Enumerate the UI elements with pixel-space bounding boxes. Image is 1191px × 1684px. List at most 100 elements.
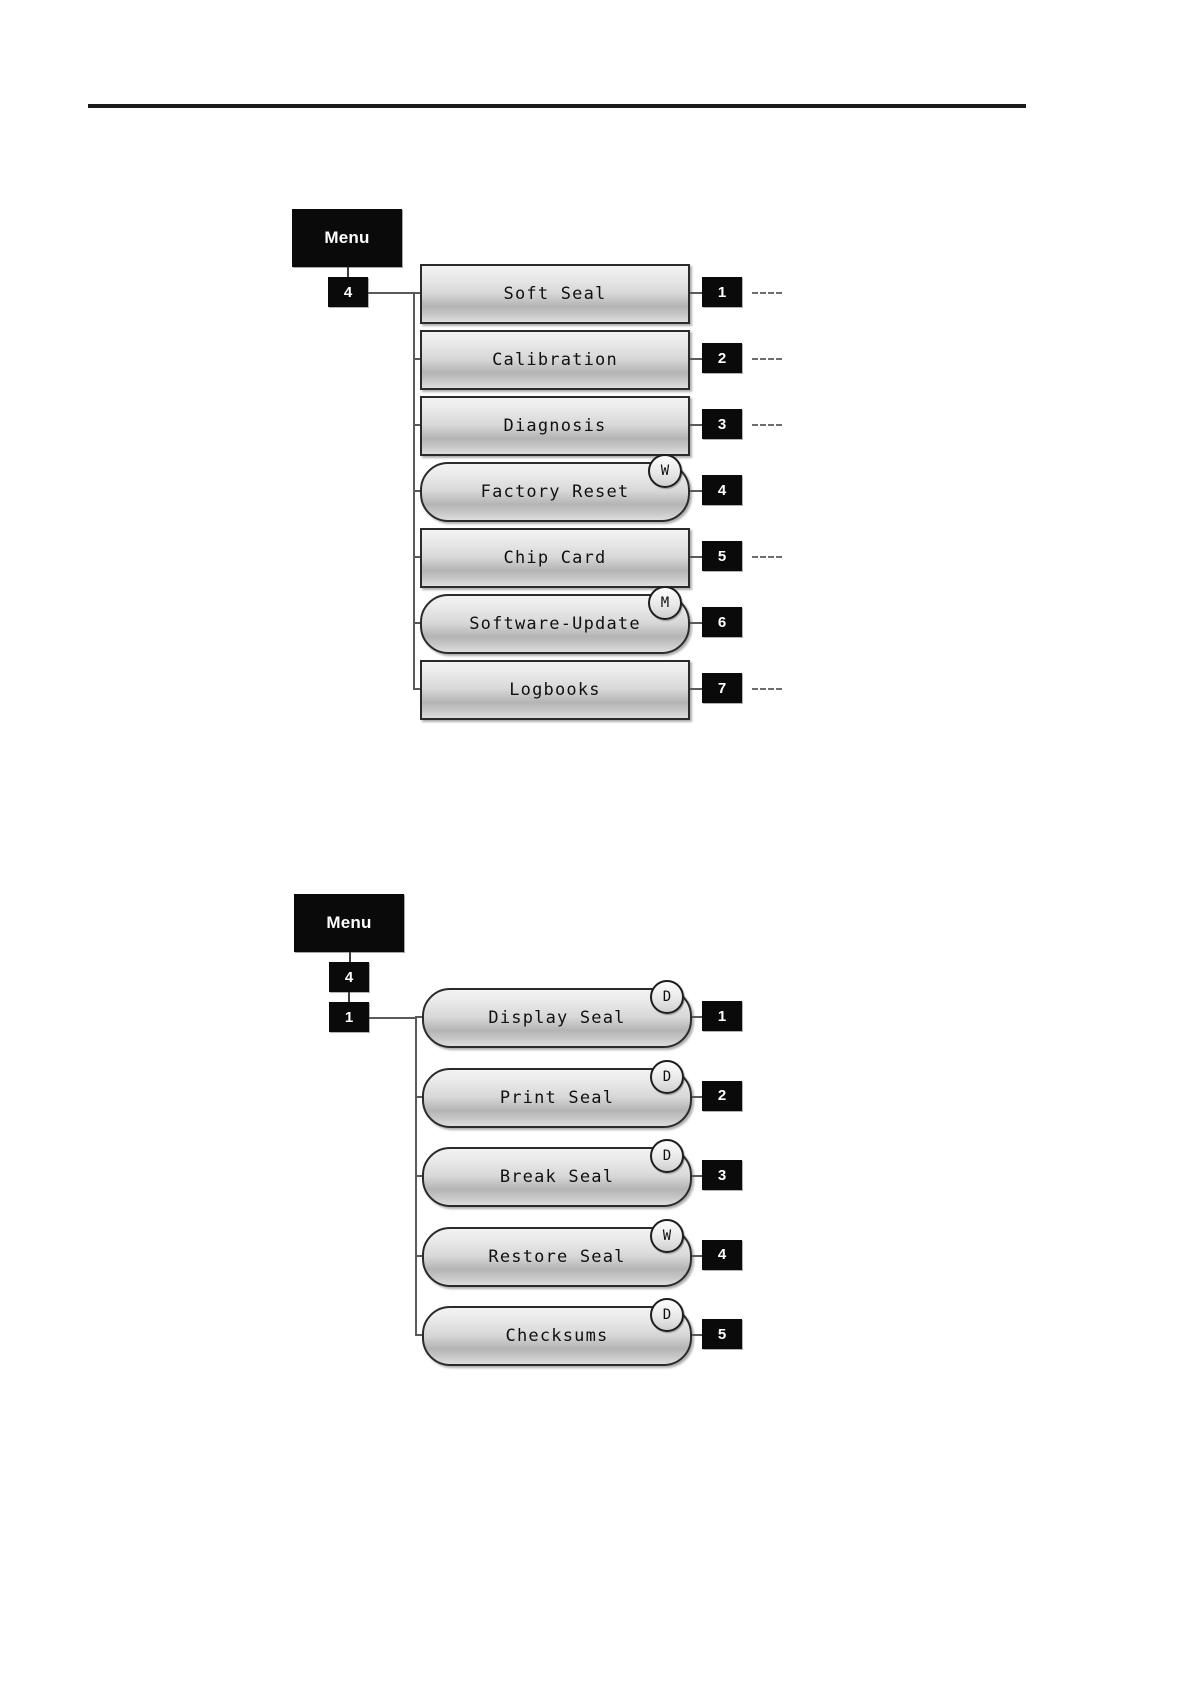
menu-root-label: Menu — [324, 228, 370, 247]
menu-item-label: Diagnosis — [503, 416, 607, 436]
path-badge-value: 4 — [344, 968, 354, 986]
connector-item-to-index — [690, 358, 702, 360]
item-index-value: 1 — [717, 1007, 727, 1025]
menu-item-label: Restore Seal — [488, 1246, 626, 1267]
item-type-badge-d-icon: D — [650, 1059, 684, 1094]
menu-item-logbooks[interactable]: Logbooks — [420, 660, 690, 720]
menu-item-software-update[interactable]: Software-Update M — [420, 586, 690, 654]
item-index-value: 5 — [717, 1325, 727, 1343]
menu-item-chip-card[interactable]: Chip Card — [420, 528, 690, 588]
path-badge-2: 1 — [329, 1002, 369, 1032]
menu-root-label: Menu — [326, 913, 372, 932]
item-index-badge: 4 — [702, 1239, 742, 1270]
menu-item-label: Checksums — [505, 1326, 609, 1346]
connector-badge-to-bus — [368, 292, 415, 294]
item-index-value: 7 — [717, 679, 727, 697]
connector-bus-to-item — [413, 688, 422, 690]
menu-item-label: Factory Reset — [480, 482, 630, 502]
menu-item-label: Soft Seal — [503, 284, 607, 304]
connector-bus-to-item — [415, 1175, 424, 1177]
connector-bus-to-item — [415, 1095, 424, 1098]
item-type-badge-w-icon: W — [648, 454, 682, 488]
menu-item-restore-seal[interactable]: Restore Seal W — [422, 1218, 692, 1287]
connector-item-to-index — [690, 490, 702, 492]
menu-item-display-seal[interactable]: Display Seal D — [422, 980, 692, 1048]
item-index-badge: 1 — [702, 1001, 742, 1031]
connector-bus-to-item — [413, 622, 422, 624]
menu-item-label: Print Seal — [499, 1087, 615, 1108]
continuation-dashes — [752, 358, 782, 360]
menu-item-label: Software-Update — [469, 614, 641, 634]
continuation-dashes — [752, 688, 782, 690]
menu-root-box: Menu — [294, 894, 404, 952]
connector-item-to-index — [690, 688, 702, 690]
menu-item-factory-reset[interactable]: Factory Reset W — [420, 454, 690, 522]
item-index-value: 4 — [717, 481, 727, 499]
item-index-badge: 1 — [702, 277, 742, 307]
continuation-dashes — [752, 424, 782, 426]
menu-item-calibration[interactable]: Calibration — [420, 330, 690, 390]
item-index-value: 3 — [717, 1166, 727, 1184]
connector-badge-to-bus — [369, 1017, 417, 1019]
continuation-dashes — [752, 292, 782, 294]
item-type-badge-d-icon: D — [650, 1298, 684, 1332]
item-index-badge: 3 — [702, 409, 742, 439]
item-index-value: 1 — [717, 283, 727, 301]
connector-bus-to-item — [413, 424, 422, 426]
item-index-badge: 2 — [702, 1080, 742, 1111]
menu-item-checksums[interactable]: Checksums D — [422, 1298, 692, 1366]
item-index-badge: 6 — [702, 607, 742, 637]
connector-bus-to-item — [415, 1334, 424, 1336]
connector-item-to-index — [690, 622, 702, 624]
connector-item-to-index — [690, 424, 702, 426]
item-index-value: 2 — [717, 1087, 727, 1104]
connector-menu-to-badge — [349, 952, 351, 962]
path-badge-value: 1 — [344, 1008, 354, 1026]
menu-item-label: Break Seal — [499, 1167, 615, 1187]
item-index-badge: 5 — [702, 541, 742, 571]
connector-bus-to-item — [415, 1254, 424, 1257]
menu-item-break-seal[interactable]: Break Seal D — [422, 1139, 692, 1207]
item-index-badge: 5 — [702, 1319, 742, 1349]
page-header-rule — [88, 104, 1026, 108]
path-badge-1: 4 — [328, 277, 368, 307]
menu-item-soft-seal[interactable]: Soft Seal — [420, 264, 690, 324]
connector-bus-to-item — [413, 358, 422, 360]
connector-item-to-index — [690, 292, 702, 294]
connector-item-to-index — [690, 556, 702, 558]
item-index-value: 4 — [717, 1246, 727, 1263]
item-type-badge-m-icon: M — [648, 586, 682, 620]
connector-item-to-index — [692, 1254, 702, 1257]
connector-menu-to-badge — [347, 267, 349, 277]
connector-item-to-index — [692, 1016, 702, 1018]
item-index-value: 2 — [717, 349, 727, 367]
connector-bus-to-item — [413, 292, 422, 294]
menu-item-label: Calibration — [492, 350, 618, 370]
connector-item-to-index — [692, 1095, 702, 1098]
item-index-badge: 4 — [702, 475, 742, 505]
connector-item-to-index — [692, 1175, 702, 1177]
connector-bus-to-item — [415, 1016, 424, 1018]
connector-item-to-index — [692, 1334, 702, 1336]
item-type-badge-d-icon: D — [650, 1139, 684, 1173]
item-index-badge: 7 — [702, 673, 742, 703]
connector-bus-to-item — [413, 490, 422, 492]
menu-item-label: Logbooks — [509, 680, 601, 700]
menu-item-print-seal[interactable]: Print Seal D — [422, 1059, 692, 1128]
connector-bus-to-item — [413, 556, 422, 558]
menu-item-label: Display Seal — [488, 1008, 626, 1028]
path-badge-value: 4 — [343, 283, 353, 301]
path-badge-1: 4 — [329, 962, 369, 992]
item-index-value: 5 — [717, 547, 727, 565]
item-type-badge-d-icon: D — [650, 980, 684, 1014]
connector-badge-chain — [348, 992, 350, 1002]
menu-item-diagnosis[interactable]: Diagnosis — [420, 396, 690, 456]
continuation-dashes — [752, 556, 782, 558]
item-index-value: 6 — [717, 613, 727, 631]
item-type-badge-w-icon: W — [650, 1218, 684, 1253]
item-index-badge: 3 — [702, 1160, 742, 1190]
menu-item-label: Chip Card — [503, 548, 607, 568]
item-index-value: 3 — [717, 415, 727, 433]
menu-root-box: Menu — [292, 209, 402, 267]
item-index-badge: 2 — [702, 343, 742, 373]
